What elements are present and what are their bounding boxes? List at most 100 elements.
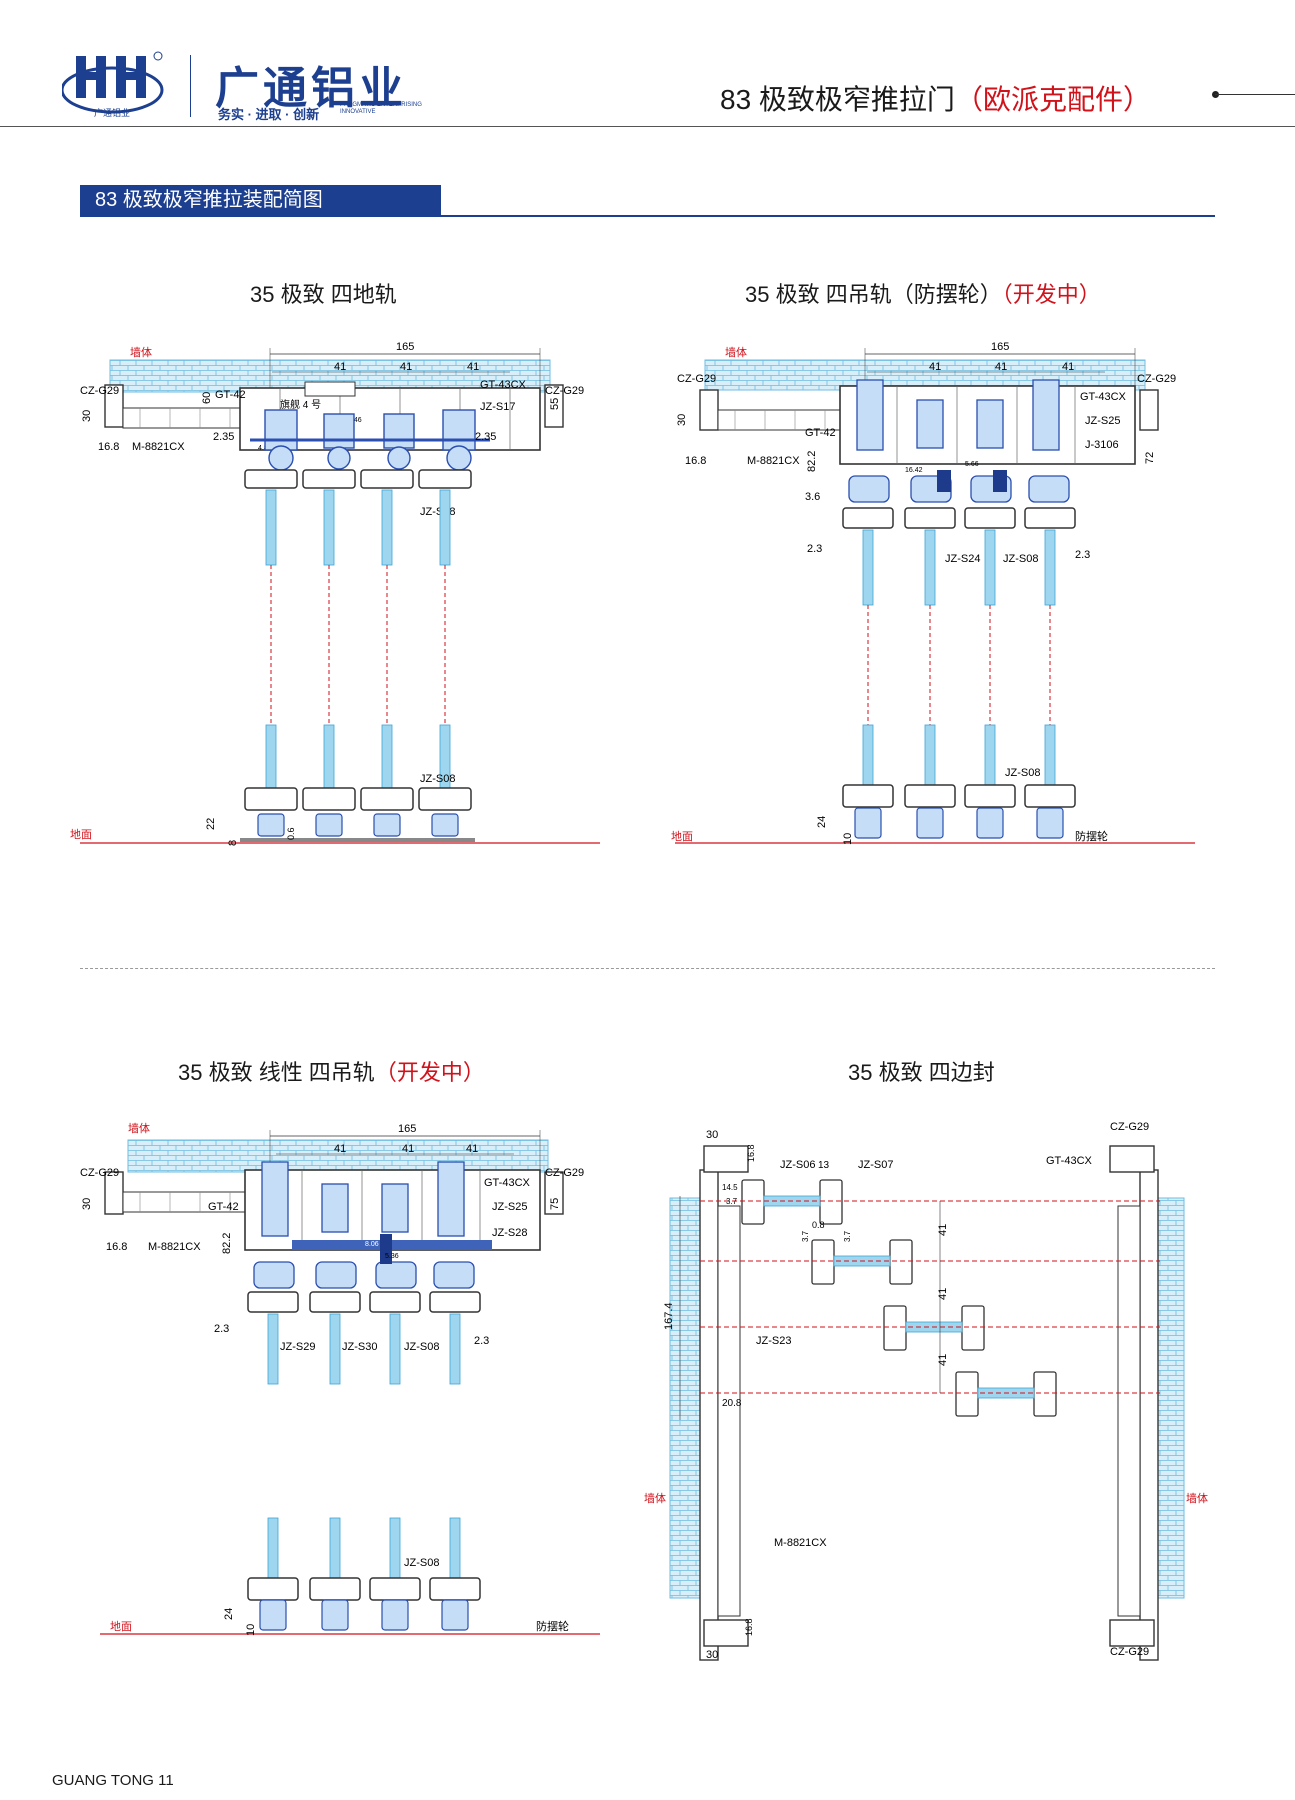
frame-label: M-8821CX [774,1537,827,1549]
dim-s41a: 41 [937,1224,949,1236]
jzs29-label: JZ-S29 [280,1341,315,1353]
diagram-4: 墙体 墙体 30 16.8 30 16.8 CZ-G29 CZ-G29 GT-4… [644,1121,1208,1661]
section-bar-cap [435,185,441,215]
diagram-1: 墙体 165 41 41 41 CZ-G29 CZ-G29 30 16.8 M-… [70,341,600,846]
glass-panes [763,1195,1035,1399]
jzs17-label: JZ-S17 [480,401,515,413]
jzs07-label: JZ-S07 [858,1159,893,1171]
frame-label: M-8821CX [132,441,185,453]
dim-d10: 10 [842,833,854,845]
dim-total: 165 [991,341,1009,353]
frame-label: M-8821CX [148,1241,201,1253]
dim-446: 4.46 [348,417,362,424]
dim-566: 5.66 [965,461,979,468]
right-frame-column [1139,1169,1159,1661]
page-title: 83 极致极窄推拉门（欧派克配件） [720,78,1151,118]
dim-s41c: 41 [937,1354,949,1366]
floor-track [240,838,475,842]
cz-left-label: CZ-G29 [80,1167,119,1179]
jzs30-label: JZ-S30 [342,1341,377,1353]
dim-seg: 41 [402,1143,414,1155]
dim-h60: 60 [201,392,213,404]
dim-d145: 14.5 [722,1183,738,1192]
sash-profiles-top [247,1291,481,1313]
dim-seg: 41 [467,361,479,373]
dim-h822: 82.2 [221,1233,233,1254]
dim-seg: 41 [1062,361,1074,373]
cz-left-label: CZ-G29 [80,385,119,397]
page-title-accent: （欧派克配件） [954,84,1151,115]
dim-23-right: 2.3 [474,1335,489,1347]
header-rule [0,126,1295,127]
dim-w168: 16.8 [685,455,706,467]
dim-536: 5.36 [385,1253,399,1260]
cz-top-label: CZ-G29 [1110,1121,1149,1133]
cz-right-profile [544,1171,564,1215]
dim-d8: 8 [227,840,239,846]
dim-h1674: 167.4 [663,1302,675,1330]
linear-rollers [253,1161,475,1289]
dim-1642: 16.42 [905,467,923,474]
diagram-3-title: 35 极致 线性 四吊轨（开发中） [178,1060,485,1085]
glass-panels-upper [862,529,1056,606]
ground-label: 地面 [110,1620,132,1633]
jzs25-label: JZ-S25 [492,1201,527,1213]
wall-right-label: 墙体 [1186,1491,1208,1505]
dim-w30-bottom: 30 [706,1649,718,1661]
dim-36: 3.6 [805,491,820,503]
dim-h30: 30 [81,410,93,422]
dim-seg: 41 [400,361,412,373]
dim-w168: 16.8 [106,1241,127,1253]
gt43-label: GT-43CX [1080,391,1127,403]
cz-right-label: CZ-G29 [545,385,584,397]
wall-block [127,1139,549,1173]
floor-rollers [257,813,459,837]
right-sash-column [1117,1205,1141,1617]
cz-bottom-right [1109,1619,1155,1647]
dim-d24: 24 [816,816,828,828]
diagram-1-title: 35 极致 四地轨 [250,282,397,307]
ground-label: 地面 [671,830,693,843]
dim-seg: 41 [466,1143,478,1155]
diagram-2-title: 35 极致 四吊轨（防摆轮）（开发中） [745,282,1101,307]
mid-divider [80,968,1215,969]
jzs08-bottom-label: JZ-S08 [404,1557,439,1569]
jzs06-label: JZ-S06 [780,1159,815,1171]
left-frame-column [699,1169,719,1661]
anti-sway-wheels [854,807,1064,839]
dim-h822: 82.2 [806,451,818,472]
logo-caption: 广通铝业 [94,107,130,118]
flagship-label: 旗舰 4 号 [280,398,321,411]
glass-panels-upper [265,489,451,566]
footer-text: GUANG TONG 11 [52,1772,174,1789]
dim-d208: 20.8 [722,1398,742,1409]
diagram-2: 墙体 165 41 41 41 CZ-G29 CZ-G29 30 16.8 M-… [671,341,1195,845]
jzs23-label: JZ-S23 [756,1335,791,1347]
section-title: 83 极致极窄推拉装配简图 [80,185,435,215]
cz-top-right [1109,1145,1155,1173]
sash-profiles-bottom [247,1577,481,1601]
gt42-label: GT-42 [805,427,836,439]
sash-profiles-top [244,469,472,489]
page-title-main: 83 极致极窄推拉门 [720,84,955,115]
dim-w168: 16.8 [98,441,119,453]
dim-h55: 55 [549,398,561,410]
dim-w13: 13 [818,1160,830,1171]
gt43-label: GT-43CX [1046,1155,1093,1167]
sash-profiles-bottom [244,787,472,811]
j3106-label: J-3106 [1085,439,1119,451]
jzs08-top-label: JZ-S08 [404,1341,439,1353]
frame-label: M-8821CX [747,455,800,467]
center-lines [270,565,446,725]
anti-sway-gear [937,470,951,492]
dim-d06: 0.6 [286,827,296,840]
diagram-4-title: 35 极致 四边封 [848,1060,995,1085]
wall-label: 墙体 [130,345,152,359]
dim-806: 8.06 [365,1241,379,1248]
cz-left-label: CZ-G29 [677,373,716,385]
dim-h168-bottom: 16.8 [744,1618,754,1636]
dim-d24: 24 [223,1608,235,1620]
cz-right-profile [1139,389,1159,431]
cz-right-label: CZ-G29 [1137,373,1176,385]
dim-23-right: 2.3 [1075,549,1090,561]
